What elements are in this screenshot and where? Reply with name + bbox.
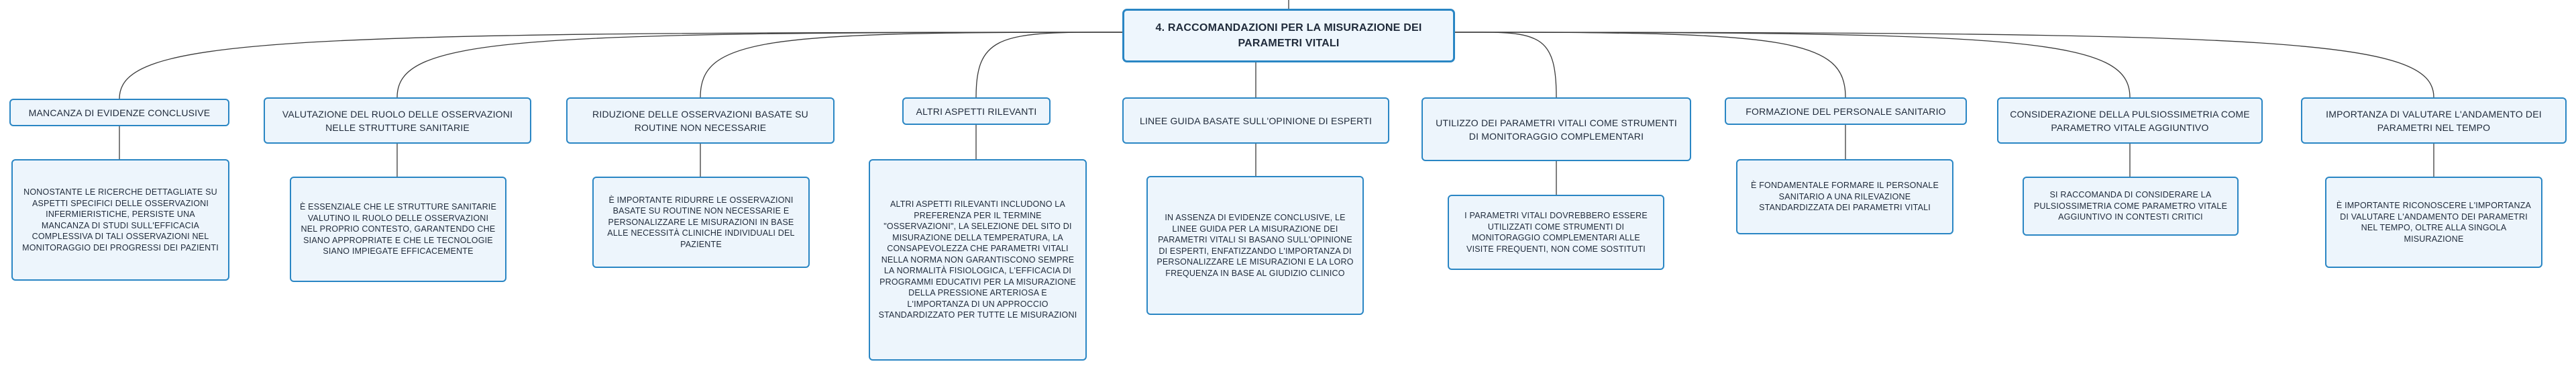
branch-label: LINEE GUIDA BASATE SULL'OPINIONE DI ESPE… (1139, 115, 1373, 126)
branch-valutazione-ruolo[interactable]: VALUTAZIONE DEL RUOLO DELLE OSSERVAZIONI… (264, 97, 531, 144)
branch-andamento-parametri[interactable]: IMPORTANZA DI VALUTARE L'ANDAMENTO DEI P… (2301, 97, 2567, 144)
branch-formazione-personale[interactable]: FORMAZIONE DEL PERSONALE SANITARIO (1725, 97, 1967, 125)
detail-text: È ESSENZIALE CHE LE STRUTTURE SANITARIE … (299, 202, 497, 257)
branch-connector (1455, 32, 1557, 98)
branch-altri-aspetti[interactable]: ALTRI ASPETTI RILEVANTI (902, 97, 1051, 125)
detail-text: SI RACCOMANDA DI CONSIDERARE LA PULSIOSS… (2033, 190, 2228, 222)
branch-linee-guida[interactable]: LINEE GUIDA BASATE SULL'OPINIONE DI ESPE… (1122, 97, 1389, 144)
detail-text: IN ASSENZA DI EVIDENZE CONCLUSIVE, LE LI… (1157, 213, 1354, 278)
branch-connector (396, 32, 1122, 98)
detail-formazione-personale[interactable]: È FONDAMENTALE FORMARE IL PERSONALE SANI… (1736, 159, 1953, 234)
root-topic[interactable]: 4. RACCOMANDAZIONI PER LA MISURAZIONE DE… (1122, 9, 1455, 62)
branch-label: ALTRI ASPETTI RILEVANTI (916, 105, 1037, 117)
branch-connector (975, 32, 1122, 98)
detail-text: È IMPORTANTE RICONOSCERE L'IMPORTANZA DI… (2336, 201, 2532, 244)
branch-connector (1455, 32, 2434, 98)
detail-mancanza-evidenze[interactable]: NONOSTANTE LE RICERCHE DETTAGLIATE SU AS… (11, 159, 229, 281)
detail-text: È FONDAMENTALE FORMARE IL PERSONALE SANI… (1751, 181, 1939, 213)
detail-pulsiossimetria[interactable]: SI RACCOMANDA DI CONSIDERARE LA PULSIOSS… (2023, 177, 2239, 236)
branch-label: IMPORTANZA DI VALUTARE L'ANDAMENTO DEI P… (2326, 108, 2542, 133)
detail-text: I PARAMETRI VITALI DOVREBBERO ESSERE UTI… (1464, 211, 1648, 254)
branch-label: RIDUZIONE DELLE OSSERVAZIONI BASATE SU R… (592, 108, 808, 133)
detail-altri-aspetti[interactable]: ALTRI ASPETTI RILEVANTI INCLUDONO LA PRE… (869, 159, 1087, 361)
branch-pulsiossimetria[interactable]: CONSIDERAZIONE DELLA PULSIOSSIMETRIA COM… (1997, 97, 2263, 144)
branch-riduzione-routine[interactable]: RIDUZIONE DELLE OSSERVAZIONI BASATE SU R… (566, 97, 835, 144)
branch-connector (1455, 32, 1846, 98)
branch-label: CONSIDERAZIONE DELLA PULSIOSSIMETRIA COM… (2010, 108, 2250, 133)
branch-utilizzo-parametri[interactable]: UTILIZZO DEI PARAMETRI VITALI COME STRUM… (1421, 97, 1691, 161)
detail-riduzione-routine[interactable]: È IMPORTANTE RIDURRE LE OSSERVAZIONI BAS… (592, 177, 810, 268)
detail-text: È IMPORTANTE RIDURRE LE OSSERVAZIONI BAS… (607, 195, 795, 249)
branch-connector (119, 32, 1122, 99)
detail-andamento-parametri[interactable]: È IMPORTANTE RICONOSCERE L'IMPORTANZA DI… (2325, 177, 2542, 268)
detail-text: NONOSTANTE LE RICERCHE DETTAGLIATE SU AS… (22, 187, 219, 252)
detail-valutazione-ruolo[interactable]: È ESSENZIALE CHE LE STRUTTURE SANITARIE … (290, 177, 506, 282)
branch-label: FORMAZIONE DEL PERSONALE SANITARIO (1746, 105, 1946, 117)
detail-utilizzo-parametri[interactable]: I PARAMETRI VITALI DOVREBBERO ESSERE UTI… (1448, 195, 1664, 270)
branch-label: MANCANZA DI EVIDENZE CONCLUSIVE (28, 107, 211, 118)
detail-text: ALTRI ASPETTI RILEVANTI INCLUDONO LA PRE… (878, 199, 1077, 320)
root-topic-label: 4. RACCOMANDAZIONI PER LA MISURAZIONE DE… (1155, 22, 1422, 49)
branch-mancanza-evidenze[interactable]: MANCANZA DI EVIDENZE CONCLUSIVE (9, 99, 229, 126)
branch-connector (700, 32, 1122, 98)
detail-linee-guida[interactable]: IN ASSENZA DI EVIDENZE CONCLUSIVE, LE LI… (1146, 176, 1364, 315)
branch-label: VALUTAZIONE DEL RUOLO DELLE OSSERVAZIONI… (282, 108, 513, 133)
branch-label: UTILIZZO DEI PARAMETRI VITALI COME STRUM… (1436, 117, 1677, 142)
